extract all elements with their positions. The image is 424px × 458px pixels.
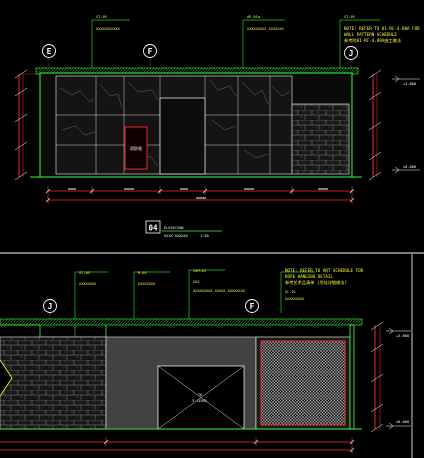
top-elevation: ST-05 XXXXXXXXXXX AP-01a XXXXXXXXX XXXXX… bbox=[14, 15, 420, 238]
bottom-screen-label-2: F-LEVEL bbox=[192, 399, 207, 403]
bottom-stone-panel bbox=[0, 336, 107, 430]
bottom-tag-3-ref: XXX bbox=[193, 280, 200, 284]
svg-text:E: E bbox=[47, 47, 52, 56]
top-stone-panel bbox=[291, 103, 350, 175]
bottom-tag-1-ref: XXXXXXXX bbox=[79, 282, 97, 286]
top-fire-cabinet-label: 消防栓 bbox=[130, 145, 143, 152]
top-bottom-dimensions bbox=[45, 186, 355, 204]
bottom-note-line-2: ROPE HANGING DETAIL bbox=[285, 274, 333, 279]
top-level-upper: +3.800 bbox=[403, 82, 416, 86]
top-grid-bubble-j: J bbox=[344, 46, 358, 72]
bottom-level-upper: +3.800 bbox=[396, 334, 409, 338]
top-tag-2-code: AP-01a bbox=[247, 15, 260, 19]
bottom-soffit bbox=[0, 324, 107, 338]
bottom-tag-2-ref: XXXXXXXX bbox=[138, 282, 156, 286]
bottom-grid-bubble-f: F bbox=[245, 299, 259, 324]
top-right-dimension bbox=[368, 69, 420, 181]
bottom-extra-tag-code: SL-01 bbox=[285, 290, 296, 294]
bottom-left-artwork-edge bbox=[0, 359, 13, 397]
bottom-screen-label-1: TO bbox=[198, 393, 202, 397]
top-title-scale: 1:50 bbox=[200, 234, 209, 238]
bottom-extra-tag-ref: XXXXXXXXX bbox=[285, 297, 305, 301]
svg-text:J: J bbox=[48, 302, 53, 311]
bottom-grid-bubble-j: J bbox=[43, 299, 57, 324]
top-tag-1-code: ST-05 bbox=[96, 15, 107, 19]
bottom-ceiling-band bbox=[0, 318, 363, 326]
bottom-level-lower: ±0.000 bbox=[396, 420, 409, 424]
top-tag-1-ref: XXXXXXXXXXX bbox=[96, 27, 121, 31]
top-title-text: ELEVATION bbox=[164, 226, 183, 230]
bottom-tag-1-code: ST-05 bbox=[79, 271, 90, 275]
top-note-line-2: WALL PATTERN SCHEDULE bbox=[344, 32, 397, 37]
top-left-dimension bbox=[14, 69, 36, 181]
svg-text:F: F bbox=[148, 47, 153, 56]
svg-text:J: J bbox=[349, 49, 354, 58]
top-title-subtext: XXXX XXXXXX bbox=[164, 234, 189, 238]
top-title-number: 04 bbox=[148, 224, 158, 233]
bottom-artwork bbox=[260, 340, 346, 426]
bottom-note-line-3: 参考艺术品清单 (吊挂详细做法) bbox=[285, 279, 347, 286]
top-title-block: 04 ELEVATION XXXX XXXXXX 1:50 bbox=[145, 220, 222, 238]
svg-text:F: F bbox=[250, 302, 255, 311]
bottom-tag-4-code: XXXXXXXXX XXXXX XXXXXXXX bbox=[193, 289, 246, 293]
bottom-tag-2-code: R-01 bbox=[138, 271, 147, 275]
top-marble-veins bbox=[59, 79, 291, 167]
top-tag-2-ref: XXXXXXXXX XXXXXXX bbox=[247, 27, 285, 31]
top-level-lower: ±0.000 bbox=[403, 165, 416, 169]
top-fire-cabinet bbox=[124, 126, 148, 170]
top-tag-3-code: ST-05 bbox=[344, 15, 355, 19]
bottom-right-dimension bbox=[370, 321, 411, 433]
top-note-line-1: NOTE: REFER TO 01-RC-4.88A FOR bbox=[344, 26, 420, 31]
bottom-end-wall bbox=[349, 324, 355, 430]
top-door-opening bbox=[159, 97, 206, 175]
bottom-bottom-dimension bbox=[0, 437, 355, 454]
bottom-elevation: ST-05 XXXXXXXX R-01 XXXXXXXX CUM-01 XXX … bbox=[0, 268, 411, 454]
bottom-screen-cross bbox=[157, 365, 245, 430]
bottom-tag-3-code: CUM-01 bbox=[193, 269, 206, 273]
top-note-line-3: 参考附01-RC-4.88A施工做法 bbox=[344, 37, 401, 44]
top-grid-bubble-e: E bbox=[42, 44, 56, 72]
bottom-note-line-1: NOTE: REFER TO ART SCHEDULE FOR bbox=[285, 268, 364, 273]
